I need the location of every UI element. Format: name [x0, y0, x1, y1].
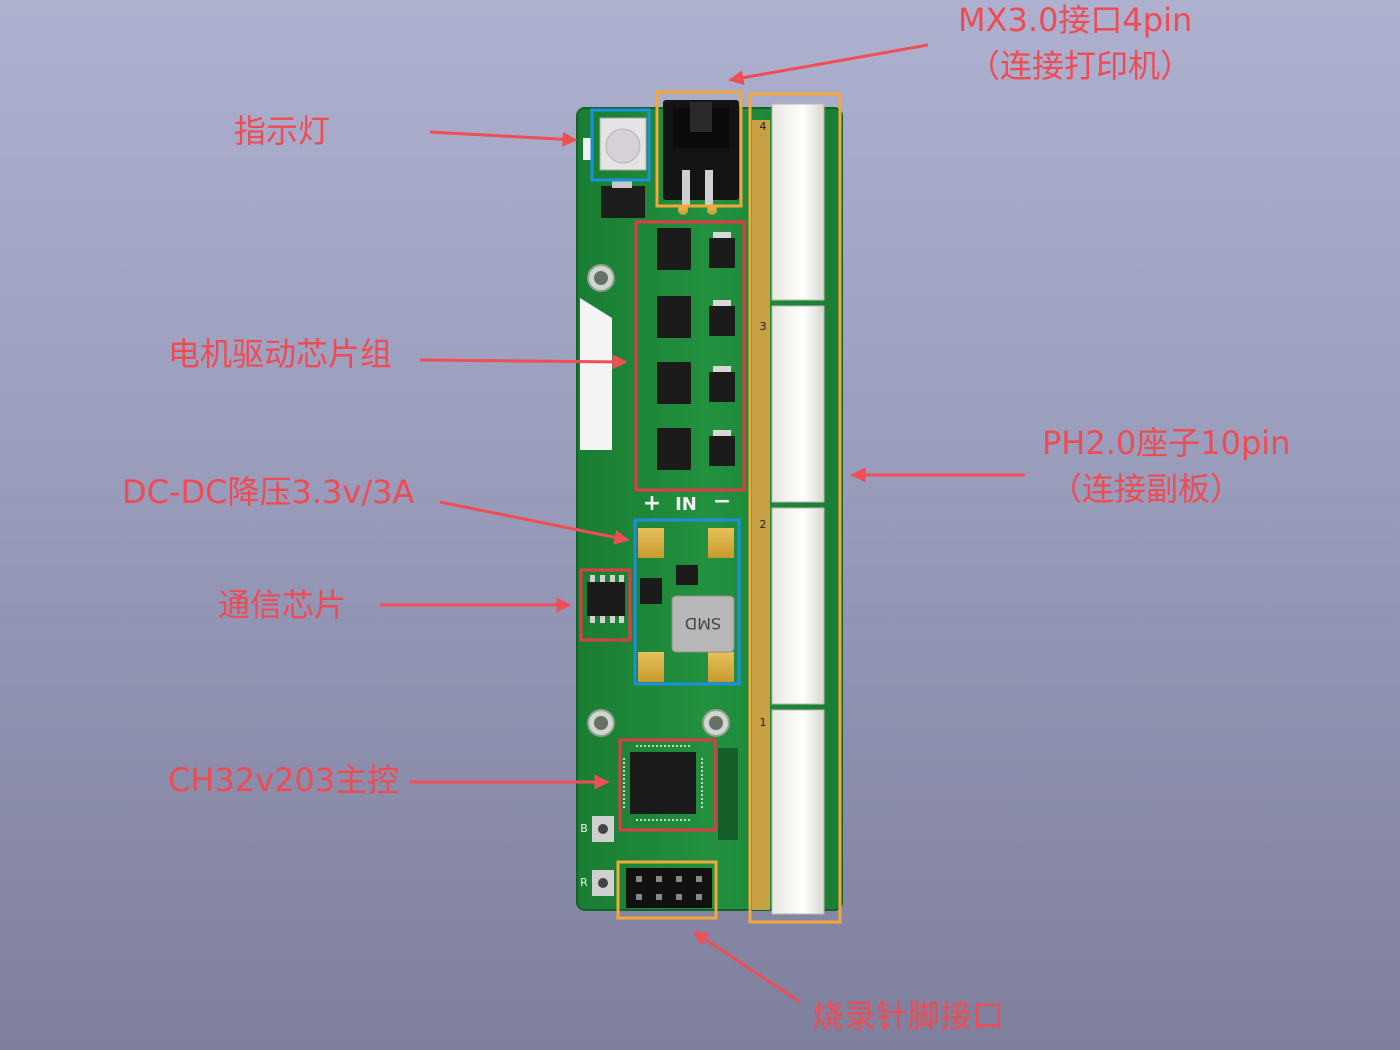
- board-cutout: [580, 298, 612, 450]
- label-mcu: CH32v203主控: [168, 761, 400, 799]
- label-indicator: 指示灯: [234, 112, 331, 150]
- motor-driver-chips: [657, 228, 735, 470]
- box-program-header: [616, 860, 718, 920]
- box-motor-drivers: [634, 220, 746, 492]
- driver-chip-2: [657, 296, 735, 338]
- label-mx-connector-line2: （连接打印机）: [968, 47, 1193, 85]
- driver-chip-3: [657, 362, 735, 404]
- driver-chip-4: [657, 428, 735, 470]
- ph-connector-pads: [752, 120, 770, 910]
- driver-chip-1: [657, 228, 735, 270]
- label-program-header: 烧录针脚接口: [812, 997, 1005, 1035]
- pin-number-2: 2: [760, 518, 767, 531]
- mounting-holes: [587, 264, 730, 737]
- box-mcu: [618, 738, 717, 832]
- label-comm-chip: 通信芯片: [218, 586, 347, 624]
- box-dcdc: [633, 518, 741, 686]
- pin-number-3: 3: [760, 320, 767, 333]
- arrow-program-header: [692, 930, 801, 1004]
- silk-plus: +: [643, 491, 661, 516]
- pin-number-1: 1: [760, 716, 767, 729]
- button-r-label: R: [580, 876, 588, 889]
- label-mx-connector-line1: MX3.0接口4pin: [958, 1, 1193, 39]
- box-ph-connector: [748, 92, 842, 924]
- arrow-mx-connector: [728, 43, 929, 86]
- ph-connectors: [771, 103, 825, 915]
- arrow-dcdc: [439, 500, 630, 545]
- label-ph-connector-line1: PH2.0座子10pin: [1042, 424, 1291, 462]
- button-b-label: B: [580, 822, 588, 835]
- box-mx-connector: [655, 90, 743, 208]
- dcdc-module: [638, 528, 735, 682]
- led-pad: [583, 138, 593, 160]
- label-motor-drivers: 电机驱动芯片组: [168, 335, 393, 373]
- mcu-body: [630, 752, 696, 814]
- arrow-indicator: [429, 130, 578, 147]
- box-comm-chip: [579, 568, 632, 642]
- box-indicator: [590, 108, 651, 182]
- program-header-body: [626, 868, 712, 908]
- label-ph-connector-line2: （连接副板）: [1050, 470, 1243, 508]
- inductor: [671, 595, 735, 653]
- silk-minus: −: [713, 489, 731, 514]
- small-ic: [601, 186, 645, 218]
- silk-in: IN: [675, 494, 697, 515]
- pin-number-4: 4: [760, 120, 767, 133]
- mcu-pins: [623, 745, 703, 821]
- arrow-motor-drivers: [419, 354, 628, 370]
- comm-chip-body: [587, 582, 625, 616]
- led-lens: [605, 128, 641, 164]
- label-dcdc: DC-DC降压3.3v/3A: [122, 473, 415, 511]
- inductor-marking: SMD: [685, 614, 721, 633]
